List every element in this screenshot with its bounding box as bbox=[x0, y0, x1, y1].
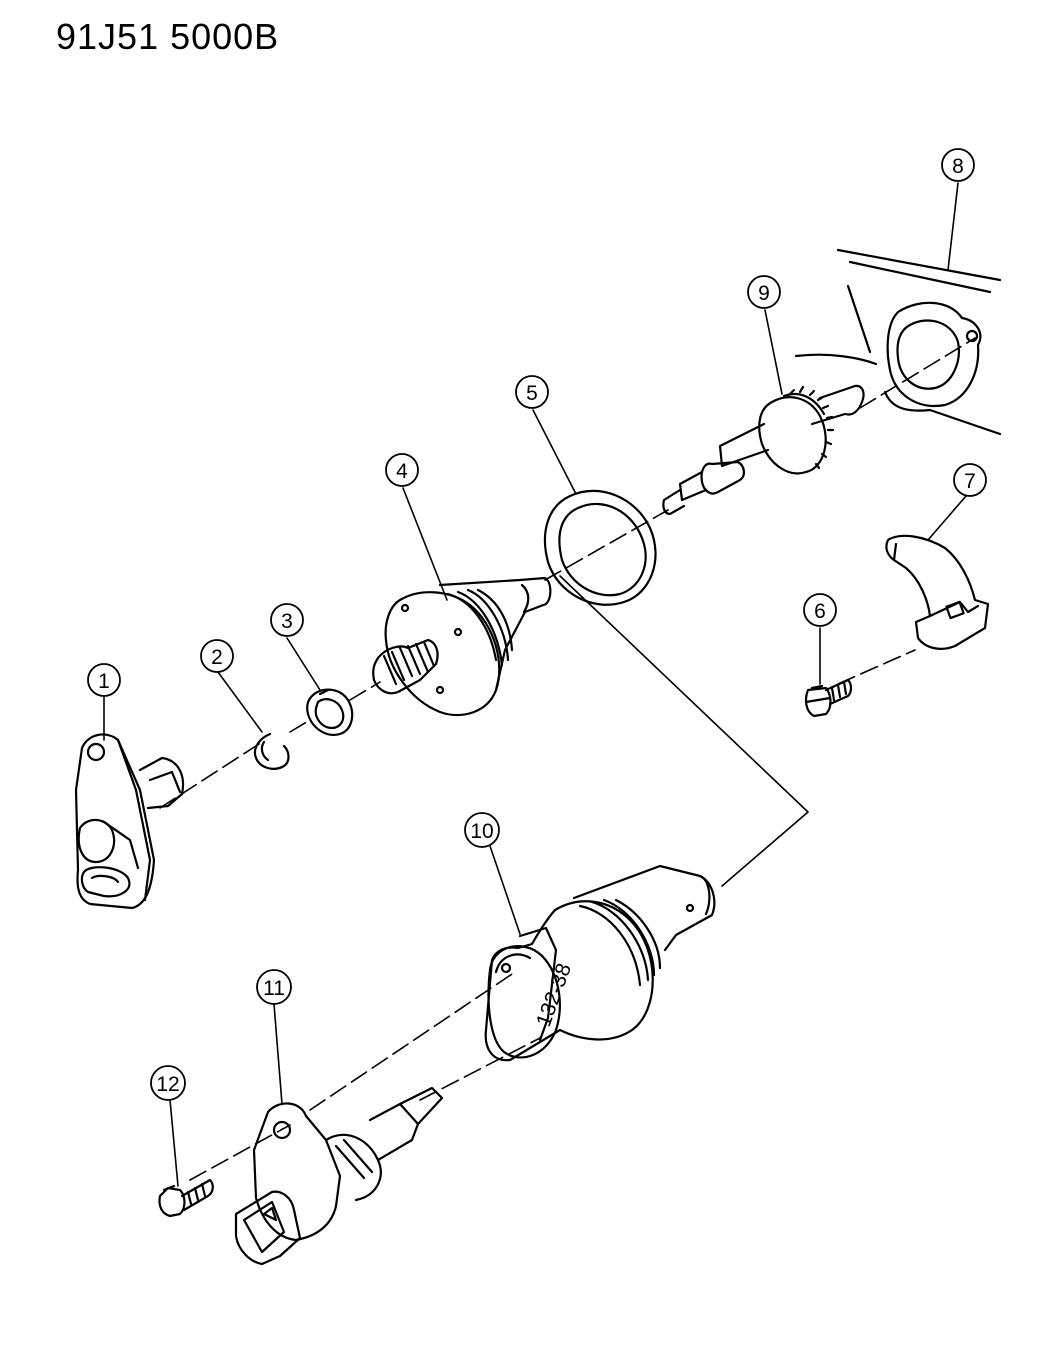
callout-5-label: 5 bbox=[526, 382, 538, 405]
part-6-bolt bbox=[804, 678, 853, 718]
callout-4-label: 4 bbox=[396, 460, 408, 483]
diagram-id: 91J51 5000B bbox=[56, 16, 280, 57]
callout-10-label: 10 bbox=[470, 820, 493, 843]
callout-6: 6 bbox=[803, 593, 837, 627]
callout-2-label: 2 bbox=[211, 646, 223, 669]
callout-7: 7 bbox=[953, 463, 987, 497]
callout-1: 1 bbox=[87, 663, 121, 697]
callout-leaders bbox=[103, 182, 967, 1187]
adapter-stamp: 132-38 bbox=[532, 960, 576, 1029]
callout-12-label: 12 bbox=[156, 1073, 179, 1096]
callouts: 1 2 3 4 5 6 7 8 9 10 11 12 bbox=[87, 148, 987, 1101]
part-1-cable-head bbox=[74, 733, 185, 910]
part-2-retaining-clip bbox=[253, 732, 290, 770]
callout-6-label: 6 bbox=[814, 600, 826, 623]
callout-7-label: 7 bbox=[964, 470, 976, 493]
callout-5: 5 bbox=[515, 375, 549, 409]
callout-11: 11 bbox=[256, 969, 292, 1005]
callout-11-label: 11 bbox=[263, 977, 285, 1000]
part-5-o-ring bbox=[543, 489, 657, 606]
part-7-bracket bbox=[885, 534, 990, 650]
callout-9: 9 bbox=[747, 275, 781, 309]
assembly-axis-lines bbox=[159, 337, 976, 1181]
part-3-seal bbox=[306, 688, 354, 736]
callout-1-label: 1 bbox=[98, 670, 110, 693]
callout-8-label: 8 bbox=[952, 155, 964, 178]
callout-3: 3 bbox=[270, 603, 304, 637]
callout-9-label: 9 bbox=[758, 282, 770, 305]
callout-8: 8 bbox=[941, 148, 975, 182]
callout-4: 4 bbox=[385, 453, 419, 487]
part-9-driven-gear bbox=[662, 384, 865, 516]
part-11-speed-sensor bbox=[234, 1086, 444, 1266]
callout-3-label: 3 bbox=[281, 610, 293, 633]
part-12-bolt bbox=[158, 1178, 214, 1218]
callout-12: 12 bbox=[150, 1065, 186, 1101]
part-8-housing bbox=[794, 248, 1002, 436]
part-10-adapter-housing: 132-38 bbox=[484, 864, 716, 1062]
part-4-adapter bbox=[372, 576, 552, 717]
callout-10: 10 bbox=[464, 812, 500, 848]
callout-2: 2 bbox=[200, 639, 234, 673]
